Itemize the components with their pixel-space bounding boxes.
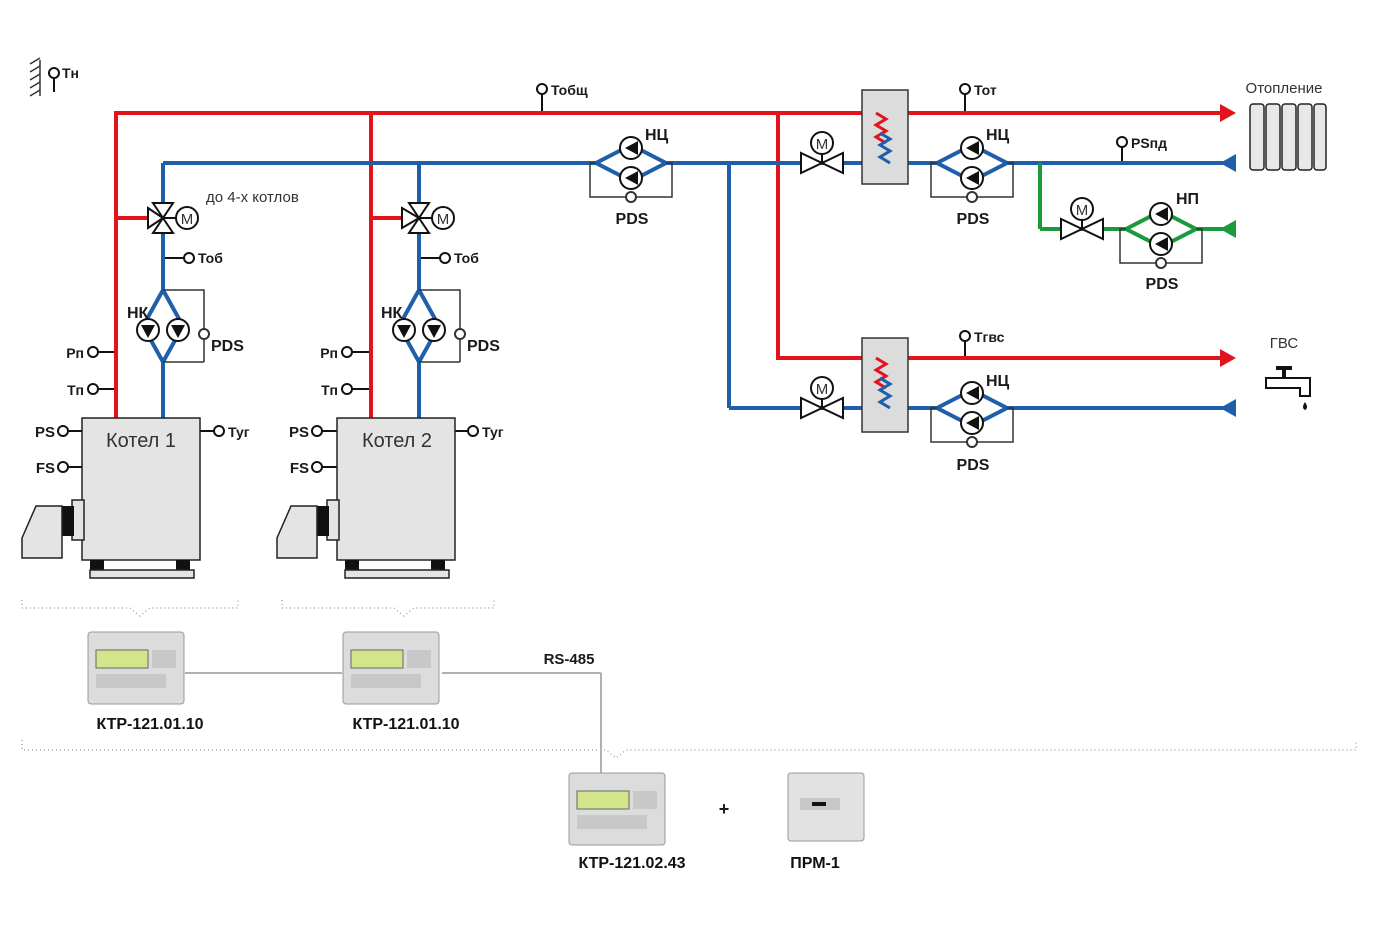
controller-ktr-1 (87, 631, 185, 705)
label-pds-boiler-1: PDS (211, 338, 244, 355)
boiler-2-label: Котел 2 (362, 430, 432, 452)
three-way-valve-1: M (147, 202, 199, 234)
label-nc-dhw: НЦ (986, 373, 1010, 390)
plus-sign: + (719, 799, 730, 819)
label-pds-heating: PDS (957, 211, 990, 228)
radiator-icon (1249, 103, 1327, 171)
return-pipes (161, 161, 1232, 418)
consumer-heating-label: Отопление (1246, 80, 1323, 97)
label-pds-dhw: PDS (957, 457, 990, 474)
controller-ktr-2 (342, 631, 440, 705)
svg-text:M: M (1076, 202, 1089, 219)
arrow-heating-supply (1220, 104, 1236, 122)
note-boilers: до 4-х котлов (206, 189, 299, 206)
controller-label-3: КТР-121.02.43 (578, 855, 685, 872)
group-brackets (21, 600, 1357, 759)
label-t-supply-2: Тп (321, 382, 338, 398)
label-fs-1: FS (36, 460, 55, 477)
label-p-supply-1: Рп (66, 345, 84, 361)
expansion-module-prm (787, 772, 865, 842)
outdoor-wall-hatch-icon (29, 57, 41, 97)
green-pipes (1038, 163, 1232, 231)
pump-group-np (1119, 202, 1203, 269)
arrow-dhw-supply (1220, 349, 1236, 367)
pump-group-main (589, 136, 673, 203)
pump-group-heating (930, 136, 1014, 203)
label-t-supply-1: Тп (67, 382, 84, 398)
label-ps-supply: PSпд (1131, 135, 1167, 151)
label-pds-main: PDS (616, 211, 649, 228)
pump-group-boiler-2 (392, 285, 466, 367)
motor-valve-green: M (1060, 197, 1104, 241)
label-ps-2: PS (289, 424, 309, 441)
arrow-green (1220, 220, 1236, 238)
svg-text:M: M (437, 211, 450, 228)
label-t-return-1: Тоб (198, 250, 223, 266)
arrow-heating-return (1220, 154, 1236, 172)
boiler-1 (21, 417, 201, 579)
consumer-dhw-label: ГВС (1270, 335, 1299, 352)
motor-valve-heating: M (800, 131, 844, 175)
label-nk-1: НК (127, 305, 149, 322)
boiler-1-label: Котел 1 (106, 430, 176, 452)
label-t-heating: Тот (974, 82, 997, 98)
label-fs-2: FS (290, 460, 309, 477)
label-nc-heating: НЦ (986, 127, 1010, 144)
boiler-2 (276, 417, 456, 579)
svg-text:M: M (816, 136, 829, 153)
controller-label-4: ПРМ-1 (790, 855, 840, 872)
label-t-common: Тобщ (551, 82, 588, 98)
motor-valve-dhw: M (800, 376, 844, 420)
label-pds-boiler-2: PDS (467, 338, 500, 355)
controller-label-1: КТР-121.01.10 (96, 716, 203, 733)
label-t-return-2: Тоб (454, 250, 479, 266)
supply-pipes (114, 111, 1227, 420)
label-p-supply-2: Рп (320, 345, 338, 361)
controller-ktr-master (568, 772, 666, 846)
svg-text:M: M (181, 211, 194, 228)
label-t-dhw: Тгвс (974, 329, 1005, 345)
label-nk-2: НК (381, 305, 403, 322)
svg-text:M: M (816, 381, 829, 398)
label-t-outdoor: Тн (62, 65, 79, 81)
label-pds-np: PDS (1146, 276, 1179, 293)
bus-label: RS-485 (544, 651, 595, 668)
heat-exchanger-heating (861, 89, 909, 185)
three-way-valve-2: M (401, 202, 455, 234)
label-np: НП (1176, 191, 1199, 208)
label-nc-main: НЦ (645, 127, 669, 144)
controller-label-2: КТР-121.01.10 (352, 716, 459, 733)
pump-group-boiler-1 (136, 285, 210, 367)
label-t-flue-2: Туг (482, 424, 504, 440)
label-t-flue-1: Туг (228, 424, 250, 440)
water-tap-icon (1265, 366, 1311, 410)
rs485-bus (185, 672, 602, 773)
heat-exchanger-dhw (861, 337, 909, 433)
arrow-dhw-return (1220, 399, 1236, 417)
pump-group-dhw (930, 381, 1014, 448)
label-ps-1: PS (35, 424, 55, 441)
sensor-probes (48, 67, 1128, 473)
